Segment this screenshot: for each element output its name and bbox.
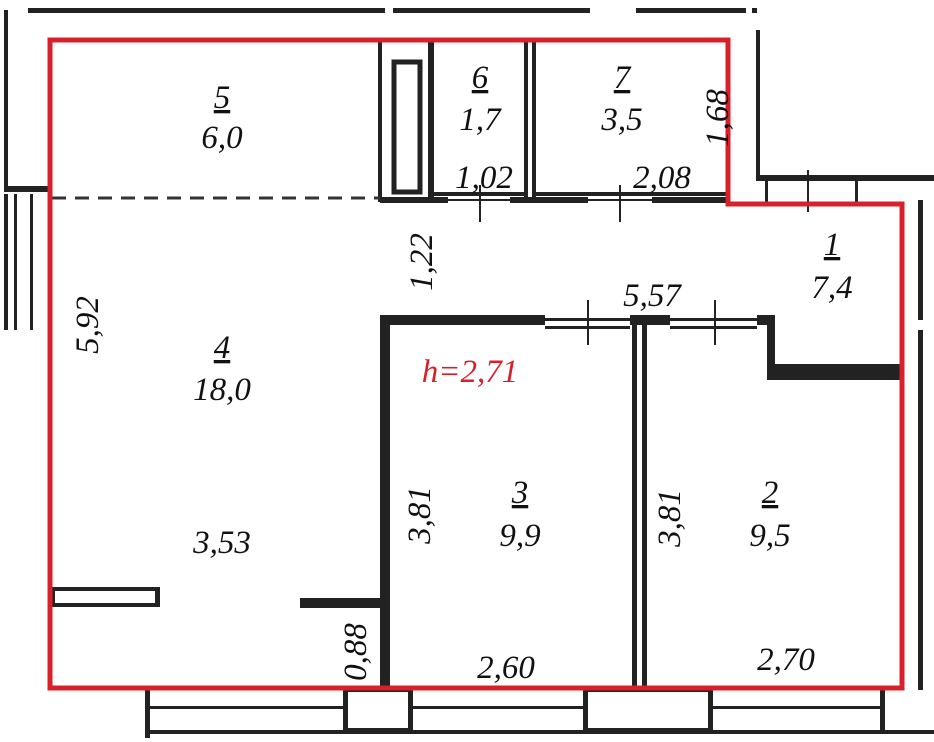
room-2: 2 9,5 xyxy=(749,475,790,554)
ceiling-height: h=2,71 xyxy=(422,354,519,390)
room-number: 1 xyxy=(824,227,841,263)
apartment-outline xyxy=(47,37,905,691)
dimension-3-81-room3: 3,81 xyxy=(402,486,438,545)
walls xyxy=(4,8,934,738)
room-number: 6 xyxy=(472,60,489,96)
room-1: 1 7,4 xyxy=(811,227,852,306)
dimension-3-53: 3,53 xyxy=(192,525,251,561)
dimension-5-57: 5,57 xyxy=(623,278,682,314)
room-area: 1,7 xyxy=(459,102,502,138)
dimension-2-08: 2,08 xyxy=(633,160,691,196)
room-area: 9,5 xyxy=(749,518,790,554)
dimension-2-70: 2,70 xyxy=(757,642,815,678)
dimension-3-81-room2: 3,81 xyxy=(652,489,688,548)
room-6: 6 1,7 xyxy=(459,60,502,138)
dimension-5-92: 5,92 xyxy=(70,296,106,354)
room-3: 3 9,9 xyxy=(499,475,540,554)
room-5: 5 6,0 xyxy=(201,80,243,156)
dimension-1-68: 1,68 xyxy=(700,89,736,147)
room-number: 7 xyxy=(614,60,632,96)
room-7: 7 3,5 xyxy=(600,60,642,138)
room-number: 2 xyxy=(762,475,779,511)
room-number: 5 xyxy=(214,80,231,116)
room-number: 3 xyxy=(511,475,529,511)
dimension-0-88: 0,88 xyxy=(338,623,374,681)
room-area: 6,0 xyxy=(201,120,243,156)
room-area: 18,0 xyxy=(193,372,251,408)
room-4: 4 18,0 xyxy=(193,330,251,408)
dimension-1-02: 1,02 xyxy=(455,160,513,196)
window-left xyxy=(4,194,33,330)
dimension-1-22: 1,22 xyxy=(404,233,440,291)
dimensions: 1,68 1,02 2,08 1,22 5,57 5,92 3,53 3,81 … xyxy=(70,89,815,686)
dimension-2-60: 2,60 xyxy=(477,650,535,686)
room-area: 3,5 xyxy=(600,102,642,138)
room-number: 4 xyxy=(214,330,231,366)
room-area: 7,4 xyxy=(811,270,852,306)
room-area: 9,9 xyxy=(499,518,540,554)
